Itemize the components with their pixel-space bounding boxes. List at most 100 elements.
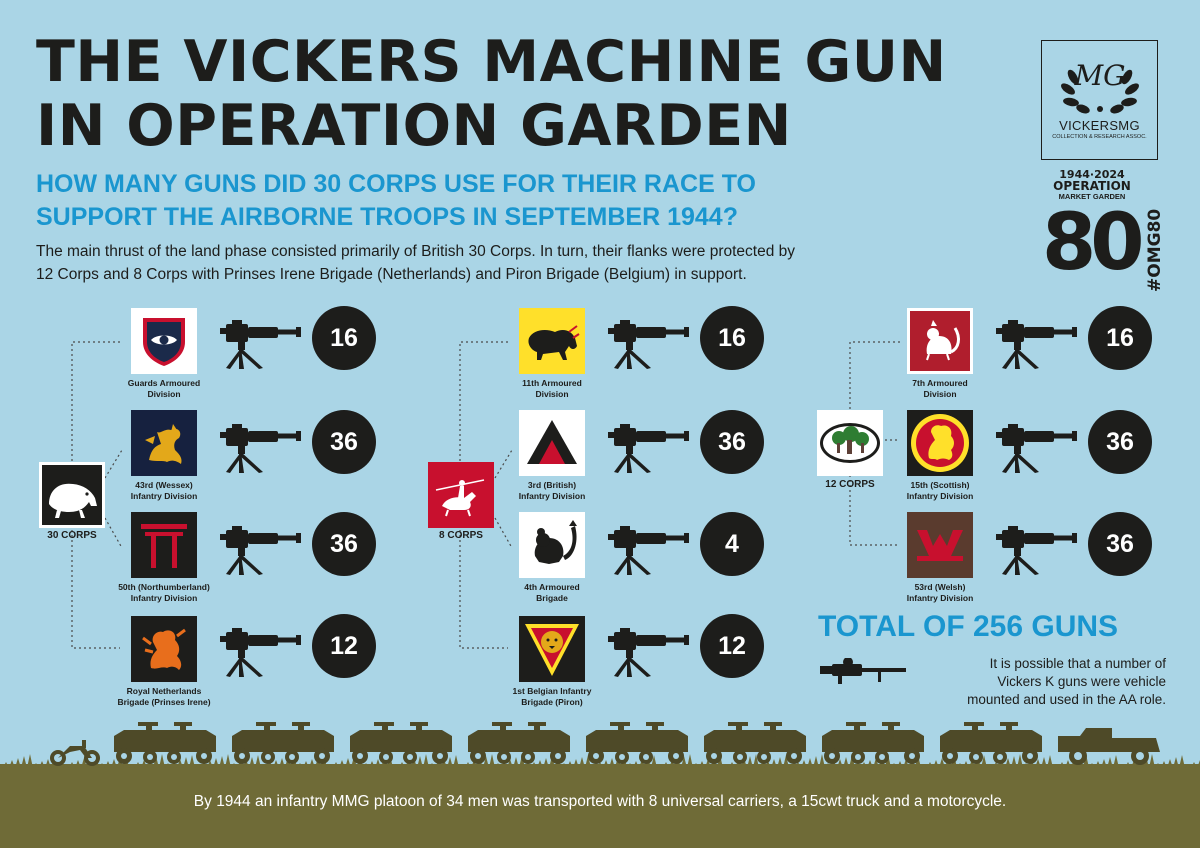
logo-name: VICKERSMG: [1059, 118, 1140, 133]
vehicle-convoy: [50, 722, 1160, 766]
anniversary-years: 1944·2024: [1059, 168, 1125, 181]
badge-12-corps: [817, 410, 883, 476]
badge-1st-belgian: [519, 616, 585, 682]
vickers-gun-icon: [218, 622, 302, 678]
badge-11th-armoured: [519, 308, 585, 374]
vickers-gun-icon: [218, 520, 302, 576]
unit-label-53rd-welsh: 53rd (Welsh) Infantry Division: [906, 582, 974, 603]
vickers-gun-icon: [994, 520, 1078, 576]
unit-label-royal-netherlands: Royal Netherlands Brigade (Prinses Irene…: [117, 686, 211, 707]
gun-count-guards-armoured: 16: [312, 306, 376, 370]
universal-carrier-icon: [940, 722, 1042, 764]
universal-carrier-icon: [704, 722, 806, 764]
universal-carrier-icon: [586, 722, 688, 764]
truck-icon: [1058, 728, 1160, 765]
unit-label-7th-armoured: 7th Armoured Division: [912, 378, 968, 399]
anniversary-market-garden: MARKET GARDEN: [1058, 192, 1126, 201]
welsh-w-icon: [907, 512, 973, 578]
unit-label-guards-armoured: Guards Armoured Division: [127, 378, 201, 399]
vickers-k-note: It is possible that a number of Vickers …: [967, 656, 1166, 707]
badge-15th-scottish: [907, 410, 973, 476]
gun-count-11th-armoured: 16: [700, 306, 764, 370]
motorcycle-icon: [50, 740, 100, 766]
unit-label-43rd-wessex: 43rd (Wessex) Infantry Division: [130, 480, 198, 501]
gun-count-43rd-wessex: 36: [312, 410, 376, 474]
intro-line-2: 12 Corps and 8 Corps with Prinses Irene …: [36, 266, 747, 283]
total-guns: TOTAL OF 256 GUNS: [818, 610, 1119, 643]
unit-label-4th-armoured-brigade: 4th Armoured Brigade: [524, 582, 580, 603]
unit-label-1st-belgian: 1st Belgian Infantry Brigade (Piron): [512, 686, 592, 707]
shield-eye-icon: [131, 308, 197, 374]
intro-text: The main thrust of the land phase consis…: [36, 240, 996, 286]
unit-label-3rd-british: 3rd (British) Infantry Division: [518, 480, 586, 501]
gun-count-3rd-british: 36: [700, 410, 764, 474]
wyvern-icon: [131, 410, 197, 476]
gun-count-royal-netherlands: 12: [312, 614, 376, 678]
grass-decoration: [0, 754, 1200, 768]
universal-carrier-icon: [822, 722, 924, 764]
gun-count-4th-armoured-brigade: 4: [700, 512, 764, 576]
desert-rat-icon: [907, 308, 973, 374]
footer-text: By 1944 an infantry MMG platoon of 34 me…: [193, 793, 1007, 810]
badge-royal-netherlands: [131, 616, 197, 682]
vickers-gun-icon: [218, 314, 302, 370]
page-title: THE VICKERS MACHINE GUN IN OPERATION GAR…: [36, 30, 996, 158]
intro-line-1: The main thrust of the land phase consis…: [36, 243, 796, 260]
vickers-gun-icon: [606, 314, 690, 370]
corps-label-8: 8 CORPS: [439, 530, 483, 541]
universal-carrier-icon: [232, 722, 334, 764]
laurel-wreath-icon: MG: [1060, 59, 1139, 114]
badge-4th-armoured-brigade: [519, 512, 585, 578]
badge-guards-armoured: [131, 308, 197, 374]
triangle-icon: [519, 410, 585, 476]
jerboa-icon: [519, 512, 585, 578]
universal-carrier-icon: [350, 722, 452, 764]
badge-30-corps: [39, 462, 105, 528]
logo-monogram: MG: [1073, 59, 1125, 92]
badge-53rd-welsh: [907, 512, 973, 578]
unit-label-50th-northumberland: 50th (Northumberland) Infantry Division: [118, 582, 210, 603]
subtitle-line-2: SUPPORT THE AIRBORNE TROOPS IN SEPTEMBER…: [36, 203, 738, 231]
badge-8-corps: [428, 462, 494, 528]
badge-43rd-wessex: [131, 410, 197, 476]
badge-50th-northumberland: [131, 512, 197, 578]
ground-strip: [0, 764, 1200, 848]
vickers-gun-icon: [606, 520, 690, 576]
anniversary-number: 80: [1042, 198, 1145, 288]
lion-head-icon: [519, 616, 585, 682]
vickers-gun-icon: [218, 418, 302, 474]
unit-label-11th-armoured: 11th Armoured Division: [522, 378, 582, 399]
lion-icon: [131, 616, 197, 682]
anniversary-operation: OPERATION: [1053, 179, 1131, 193]
vickers-gun-icon: [606, 622, 690, 678]
page-subtitle: HOW MANY GUNS DID 30 CORPS USE FOR THEIR…: [36, 168, 916, 234]
corps-label-30: 30 CORPS: [47, 530, 97, 541]
title-line-2: IN OPERATION GARDEN: [36, 93, 792, 159]
gun-count-50th-northumberland: 36: [312, 512, 376, 576]
vickersmg-logo: MG VICKERSMG COLLECTION & RESEARCH ASSOC…: [1041, 40, 1158, 160]
badge-7th-armoured: [907, 308, 973, 374]
gun-count-15th-scottish: 36: [1088, 410, 1152, 474]
badge-3rd-british: [519, 410, 585, 476]
title-line-1: THE VICKERS MACHINE GUN: [36, 29, 947, 95]
oak-tree-icon: [817, 410, 883, 476]
gun-count-1st-belgian: 12: [700, 614, 764, 678]
vickers-gun-icon: [606, 418, 690, 474]
gun-count-53rd-welsh: 36: [1088, 512, 1152, 576]
boar-icon: [39, 462, 105, 528]
vickers-k-gun-icon: [820, 658, 906, 684]
universal-carrier-icon: [114, 722, 216, 764]
bull-icon: [519, 308, 585, 374]
logo-subtitle: COLLECTION & RESEARCH ASSOC.: [1052, 134, 1147, 140]
scottish-lion-icon: [907, 410, 973, 476]
omg80-badge: 1944·2024 OPERATION MARKET GARDEN 80 #OM…: [1042, 168, 1165, 298]
vickers-gun-icon: [994, 314, 1078, 370]
gun-count-7th-armoured: 16: [1088, 306, 1152, 370]
subtitle-line-1: HOW MANY GUNS DID 30 CORPS USE FOR THEIR…: [36, 170, 756, 198]
vickers-gun-icon: [994, 418, 1078, 474]
knight-icon: [428, 462, 494, 528]
corps-label-12: 12 CORPS: [825, 479, 875, 490]
universal-carrier-icon: [468, 722, 570, 764]
unit-label-15th-scottish: 15th (Scottish) Infantry Division: [906, 480, 974, 501]
